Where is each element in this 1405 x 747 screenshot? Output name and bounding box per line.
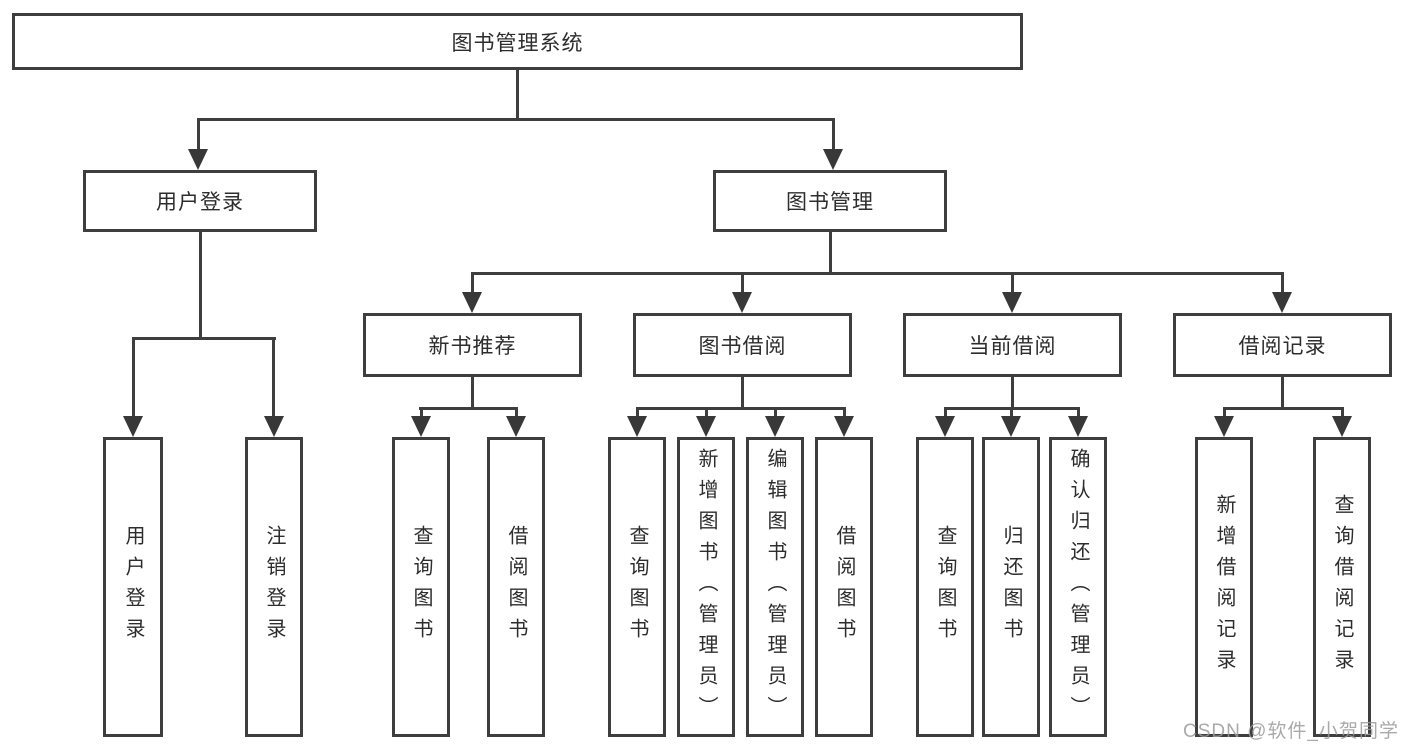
leaf-label: 借阅图书 xyxy=(505,525,527,649)
leaf-label: 查询图书 xyxy=(934,525,956,649)
connector-arrow xyxy=(765,416,785,437)
connector-line xyxy=(1223,407,1343,410)
connector-line xyxy=(272,337,275,417)
node-new-book-recommendation: 新书推荐 xyxy=(363,313,582,377)
node-library-management-system: 图书管理系统 xyxy=(12,13,1023,70)
leaf-add-books-admin: 新增图书（管理员） xyxy=(677,437,735,737)
connector-line xyxy=(1223,407,1226,419)
connector-line xyxy=(741,377,744,407)
connector-line xyxy=(1011,377,1014,407)
node-label: 当前借阅 xyxy=(968,335,1057,358)
leaf-query-books-current: 查询图书 xyxy=(916,437,974,737)
connector-line xyxy=(843,407,846,419)
leaf-return-books: 归还图书 xyxy=(982,437,1040,737)
leaf-label: 查询图书 xyxy=(626,525,648,649)
connector-line xyxy=(1281,272,1284,295)
connector-line xyxy=(1341,407,1344,419)
node-label: 用户登录 xyxy=(156,191,244,214)
connector-line xyxy=(1010,407,1013,419)
node-label: 新书推荐 xyxy=(428,335,517,358)
connector-arrow xyxy=(1002,292,1022,313)
csdn-watermark: CSDN @软件_小贺同学 xyxy=(1183,721,1399,742)
leaf-label: 新增图书（管理员） xyxy=(695,447,717,727)
connector-arrow xyxy=(506,416,526,437)
connector-line xyxy=(832,118,835,152)
leaf-label: 用户登录 xyxy=(122,525,144,649)
leaf-label: 查询图书 xyxy=(410,525,432,649)
node-label: 借阅记录 xyxy=(1238,335,1327,358)
leaf-query-borrow-record: 查询借阅记录 xyxy=(1313,437,1371,737)
node-label: 图书管理 xyxy=(786,191,874,214)
connector-arrow xyxy=(411,416,431,437)
connector-arrow xyxy=(732,292,752,313)
connector-line xyxy=(199,232,202,337)
leaf-label: 新增借阅记录 xyxy=(1213,494,1235,680)
connector-arrow xyxy=(823,149,843,170)
node-label: 图书管理系统 xyxy=(451,31,584,55)
connector-line xyxy=(944,407,947,419)
leaf-label: 确认归还（管理员） xyxy=(1067,447,1089,727)
connector-arrow xyxy=(834,416,854,437)
connector-arrow xyxy=(627,416,647,437)
leaf-edit-books-admin: 编辑图书（管理员） xyxy=(746,437,804,737)
leaf-confirm-return-admin: 确认归还（管理员） xyxy=(1049,437,1107,737)
node-current-borrowing: 当前借阅 xyxy=(903,313,1122,377)
connector-line xyxy=(1281,377,1284,407)
connector-line xyxy=(419,407,517,410)
connector-line xyxy=(515,407,518,419)
leaf-user-login: 用户登录 xyxy=(103,437,163,737)
connector-arrow xyxy=(123,416,143,437)
connector-line xyxy=(471,272,474,295)
leaf-borrow-books: 借阅图书 xyxy=(815,437,873,737)
connector-line xyxy=(197,118,835,121)
leaf-logout: 注销登录 xyxy=(245,437,303,737)
connector-arrow xyxy=(264,416,284,437)
connector-line xyxy=(197,118,200,152)
connector-line xyxy=(774,407,777,419)
connector-line xyxy=(132,337,276,340)
connector-arrow xyxy=(696,416,716,437)
connector-line xyxy=(829,232,832,272)
connector-arrow xyxy=(1068,416,1088,437)
node-label: 图书借阅 xyxy=(698,335,787,358)
connector-arrow xyxy=(935,416,955,437)
connector-arrow xyxy=(1272,292,1292,313)
leaf-label: 借阅图书 xyxy=(833,525,855,649)
leaf-query-books-borrowing: 查询图书 xyxy=(608,437,666,737)
connector-line xyxy=(420,407,423,419)
connector-line xyxy=(741,272,744,295)
connector-arrow xyxy=(1001,416,1021,437)
leaf-borrow-books-recommend: 借阅图书 xyxy=(487,437,545,737)
connector-line xyxy=(636,407,639,419)
connector-line xyxy=(1011,272,1014,295)
leaf-add-borrow-record: 新增借阅记录 xyxy=(1195,437,1253,737)
leaf-label: 注销登录 xyxy=(263,525,285,649)
connector-line xyxy=(471,272,1284,275)
connector-line xyxy=(636,407,845,410)
connector-line xyxy=(132,337,135,417)
node-borrowing-records: 借阅记录 xyxy=(1173,313,1392,377)
connector-line xyxy=(1077,407,1080,419)
connector-arrow xyxy=(1214,416,1234,437)
connector-line xyxy=(516,70,519,120)
leaf-query-books-recommend: 查询图书 xyxy=(392,437,450,737)
connector-arrow xyxy=(1332,416,1352,437)
connector-line xyxy=(705,407,708,419)
connector-arrow xyxy=(188,149,208,170)
node-book-management: 图书管理 xyxy=(713,170,947,232)
node-user-login: 用户登录 xyxy=(83,170,317,232)
connector-arrow xyxy=(462,292,482,313)
connector-line xyxy=(471,377,474,407)
leaf-label: 编辑图书（管理员） xyxy=(764,447,786,727)
leaf-label: 归还图书 xyxy=(1000,525,1022,649)
node-book-borrowing: 图书借阅 xyxy=(633,313,852,377)
leaf-label: 查询借阅记录 xyxy=(1331,494,1353,680)
